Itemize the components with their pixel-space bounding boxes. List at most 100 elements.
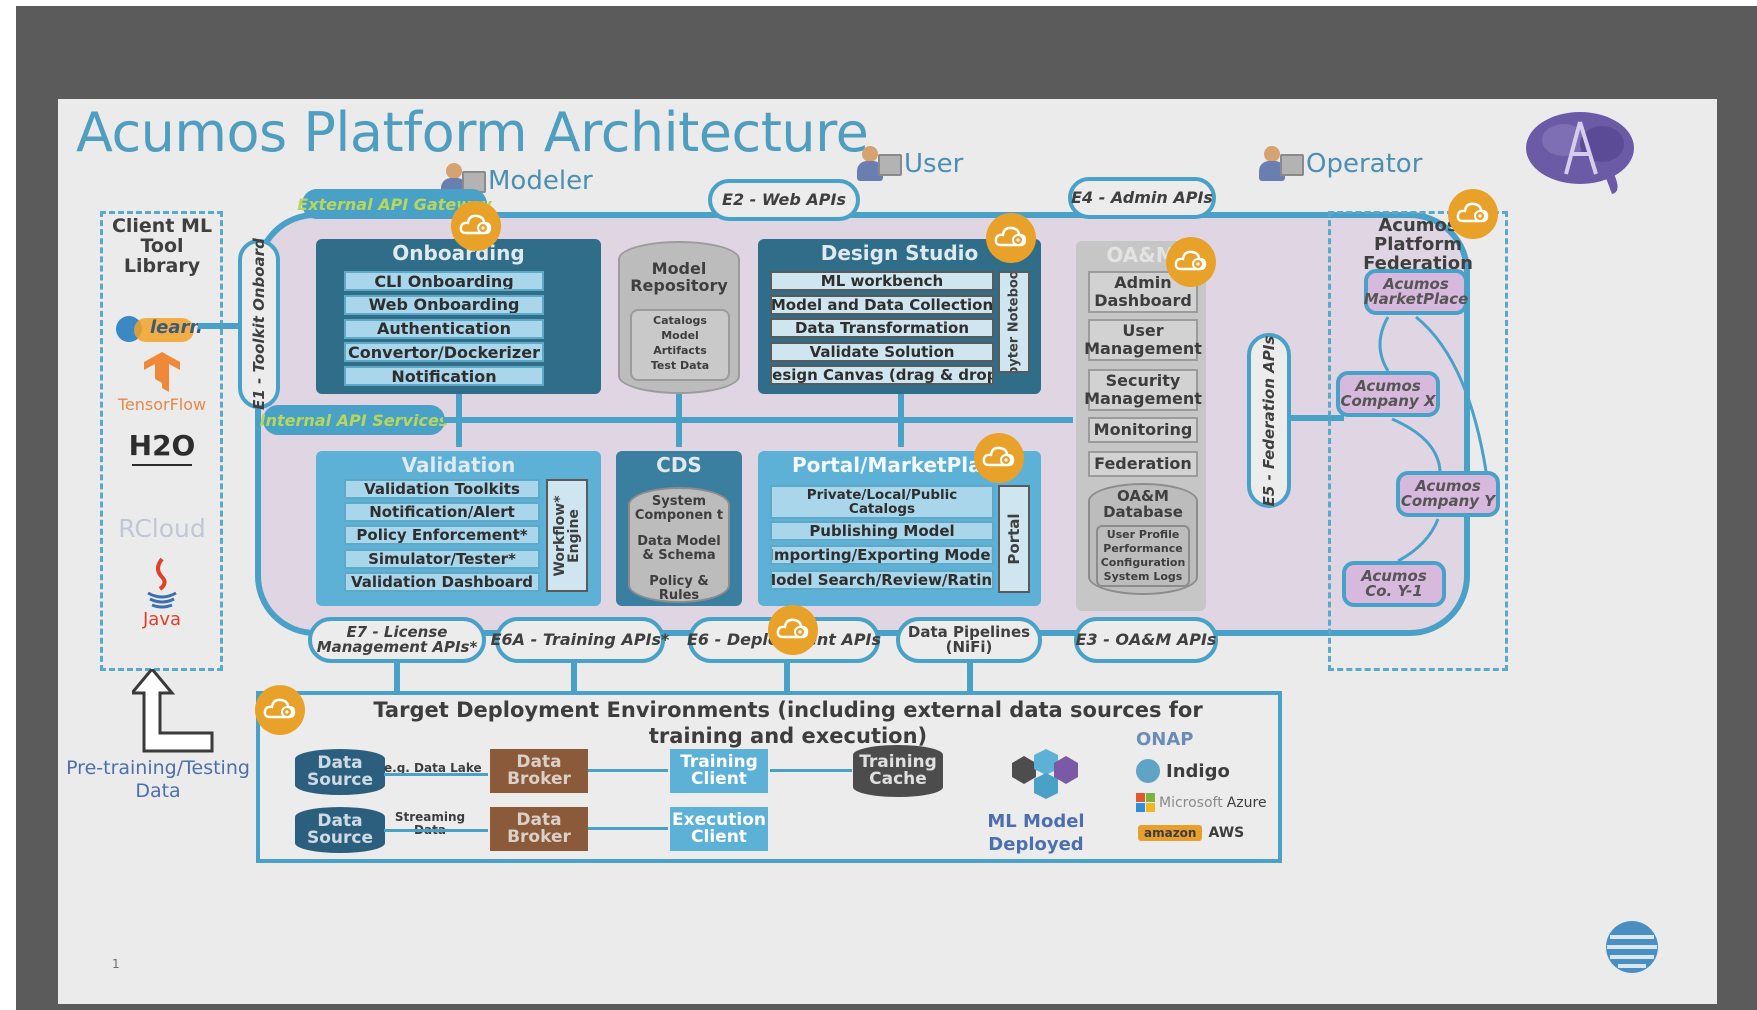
ml-model-hexagons-icon: [998, 749, 1078, 805]
portal-item-3[interactable]: Model Search/Review/Rating: [770, 570, 994, 590]
model-repository-title: Model Repository: [630, 259, 728, 295]
cloud-gear-badge-oam[interactable]: [1166, 237, 1216, 287]
oam-database-title: OA&M Database: [1103, 487, 1183, 521]
validation-item-3[interactable]: Simulator/Tester*: [344, 548, 540, 569]
api-e1-toolkit-onboard[interactable]: E1 - Toolkit Onboard: [238, 238, 280, 410]
data-lake-label: e.g. Data Lake: [384, 761, 482, 775]
api-e4-admin[interactable]: E4 - Admin APIs: [1068, 177, 1216, 219]
federation-marketplace[interactable]: Acumos MarketPlace: [1364, 269, 1468, 315]
sklearn-logo-text: learn: [150, 317, 203, 338]
cloud-gear-icon: [1174, 247, 1208, 277]
oam-item-4[interactable]: Federation: [1088, 451, 1198, 477]
cloud-gear-badge-onboarding[interactable]: [451, 201, 501, 251]
oam-title: OA&M: [1106, 243, 1176, 267]
api-e7-license[interactable]: E7 - License Management APIs*: [308, 617, 486, 663]
design-studio-item-1[interactable]: Model and Data Collection: [770, 294, 994, 315]
validation-item-4[interactable]: Validation Dashboard: [344, 571, 540, 592]
java-logo-text: Java: [142, 609, 182, 630]
cloud-gear-icon: [994, 223, 1028, 253]
actor-modeler-label: Modeler: [488, 166, 593, 196]
api-e2-web[interactable]: E2 - Web APIs: [708, 179, 860, 221]
data-source-2: Data Source: [295, 807, 385, 853]
design-studio-item-0[interactable]: ML workbench: [770, 271, 994, 291]
onboarding-item-3[interactable]: Convertor/Dockerizer: [344, 342, 544, 363]
actor-modeler: Modeler: [440, 161, 593, 201]
portal-side[interactable]: Portal: [998, 485, 1030, 593]
onboarding-item-1[interactable]: Web Onboarding: [344, 294, 544, 315]
indigo-logo-text: Indigo: [1166, 760, 1230, 782]
tensorflow-logo-text: TensorFlow: [117, 395, 207, 414]
azure-text: Azure: [1226, 794, 1267, 811]
portal-side-label: Portal: [1005, 513, 1023, 565]
portal-item-1[interactable]: Publishing Model: [770, 521, 994, 541]
cloud-gear-badge-target[interactable]: [255, 685, 305, 735]
portal-title: Portal/MarketPlace: [791, 453, 1008, 477]
repository-content-2: Artifacts: [653, 344, 707, 357]
amazon-text: amazon: [1138, 825, 1203, 841]
federation-link-line: [1290, 415, 1344, 421]
oam-database-contents: [1096, 525, 1190, 587]
validation-item-2[interactable]: Policy Enforcement*: [344, 525, 540, 546]
slide: Acumos Platform Architecture Modeler Use…: [58, 99, 1717, 1004]
page-number: 1: [112, 957, 120, 971]
design-studio-item-4[interactable]: Design Canvas (drag & drop): [770, 365, 994, 385]
model-repository-contents: [630, 309, 730, 381]
sklearn-logo: learn: [114, 312, 214, 346]
att-globe-logo: [1604, 919, 1660, 975]
oam-item-2[interactable]: Security Management: [1084, 369, 1202, 411]
streaming-data-label: Streaming Data: [394, 810, 466, 837]
portal-item-0[interactable]: Private/Local/Public Catalogs: [770, 485, 994, 519]
repository-content-3: Test Data: [650, 359, 710, 372]
federation-company-x[interactable]: Acumos Company X: [1336, 371, 1440, 417]
api-e3-oam[interactable]: E3 - OA&M APIs: [1074, 617, 1218, 663]
oam-item-3[interactable]: Monitoring: [1088, 417, 1198, 443]
federation-company-y1[interactable]: Acumos Co. Y-1: [1342, 561, 1446, 607]
jupyter-notebooks[interactable]: Jupyter Notebooks: [998, 271, 1030, 373]
client-to-platform-line: [198, 323, 262, 329]
federation-company-y[interactable]: Acumos Company Y: [1396, 471, 1500, 517]
cloud-gear-badge-federation[interactable]: [1448, 189, 1498, 239]
onboarding-item-0[interactable]: CLI Onboarding: [344, 271, 544, 291]
actor-user-label: User: [904, 149, 964, 179]
actor-operator-label: Operator: [1306, 149, 1423, 179]
design-studio-item-2[interactable]: Data Transformation: [770, 318, 994, 338]
training-cache: Training Cache: [853, 745, 943, 797]
actor-user: User: [856, 144, 963, 184]
validation-item-0[interactable]: Validation Toolkits: [344, 479, 540, 499]
oam-item-0[interactable]: Admin Dashboard: [1088, 271, 1198, 313]
cds-title: CDS: [656, 453, 702, 477]
api-e6a-training[interactable]: E6A - Training APIs*: [491, 617, 669, 663]
api-e5-federation[interactable]: E5 - Federation APIs: [1247, 333, 1291, 508]
cds-cylinder: [628, 487, 730, 603]
h2o-logo-text: H2O: [128, 429, 196, 462]
design-studio-item-3[interactable]: Validate Solution: [770, 341, 994, 362]
operator-person-icon: [1258, 144, 1304, 184]
user-person-icon: [856, 144, 902, 184]
onboarding-item-4[interactable]: Notification: [344, 366, 544, 387]
portal-item-2[interactable]: Importing/Exporting Model: [770, 545, 994, 565]
client-ml-library-box: [100, 211, 223, 671]
repository-content-1: Model: [661, 329, 699, 342]
oam-item-1[interactable]: User Management: [1084, 319, 1202, 361]
internal-api-services[interactable]: Internal API Services: [260, 405, 448, 435]
api-e5-label: E5 - Federation APIs: [1260, 335, 1278, 506]
oam-db-content-3: System Logs: [1103, 570, 1183, 583]
data-broker-1: Data Broker: [490, 749, 588, 793]
data-broker-2: Data Broker: [490, 807, 588, 851]
api-e1-label: E1 - Toolkit Onboard: [250, 238, 268, 410]
cloud-gear-badge-deployment[interactable]: [768, 605, 818, 655]
cloud-gear-badge-portal[interactable]: [974, 433, 1024, 483]
oam-db-content-1: Performance: [1103, 542, 1183, 555]
data-source-1: Data Source: [295, 749, 385, 795]
java-logo: Java: [102, 557, 222, 630]
data-pipelines-nifi[interactable]: Data Pipelines (NiFi): [896, 617, 1042, 663]
up-arrow-icon: [128, 666, 222, 755]
amazon-aws-logo: amazon AWS: [1138, 825, 1244, 841]
validation-item-1[interactable]: Notification/Alert: [344, 502, 540, 523]
federation-arrows: [1328, 299, 1508, 579]
cloud-gear-badge-design-studio[interactable]: [986, 213, 1036, 263]
onboarding-item-2[interactable]: Authentication: [344, 318, 544, 339]
aws-text: AWS: [1208, 825, 1245, 841]
indigo-logo: Indigo: [1136, 759, 1230, 783]
workflow-engine[interactable]: Workflow* Engine: [546, 479, 588, 592]
